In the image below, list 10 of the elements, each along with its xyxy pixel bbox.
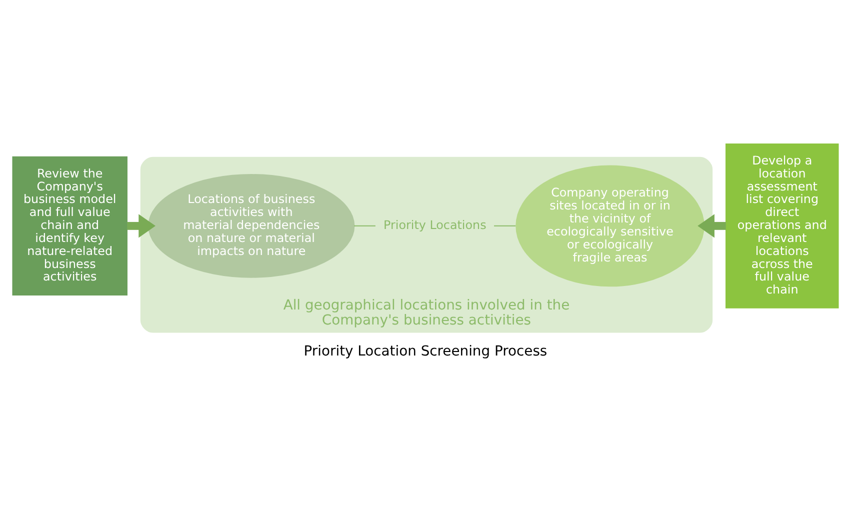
arrow [698, 214, 726, 238]
connector [494, 225, 516, 226]
connector [354, 225, 376, 226]
node-ellipse: Company operating sites located in or in the vicinity of ecologically sensitive or ecologically fragile areas [516, 165, 704, 287]
node-box: Review the Company's business model and full value chain and identify key nature-related business activities [12, 156, 128, 296]
arrow [127, 214, 156, 238]
node-ellipse: Locations of business activities with material dependencies on nature or material impacts on nature [148, 174, 355, 278]
node-box: Develop a location assessment list covering direct operations and relevant locations across the full value chain [726, 143, 839, 308]
caption: Priority Location Screening Process [304, 343, 548, 360]
node-text: Priority Locations [384, 218, 486, 232]
